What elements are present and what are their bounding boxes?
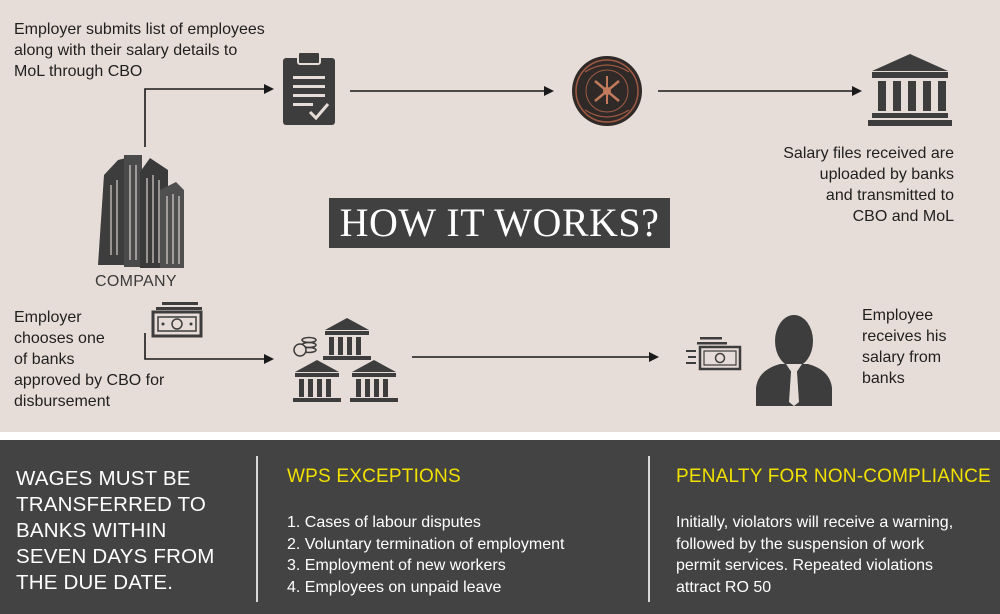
businessman-icon [756, 315, 832, 406]
step-receive-line: receives his [862, 328, 947, 345]
list-item: 2. Voluntary termination of employment [287, 535, 565, 553]
step-submit-line: Employer submits list of employees [14, 21, 265, 38]
step-upload-line: uploaded by banks [819, 166, 954, 183]
connector-company-to-document [144, 84, 274, 147]
penalty-line: Initially, violators will receive a warn… [676, 514, 954, 531]
title-banner: HOW IT WORKS? [329, 198, 670, 248]
page-title: HOW IT WORKS? [339, 200, 660, 245]
step-upload-line: CBO and MoL [852, 208, 954, 225]
step-submit-line: along with their salary details to [14, 42, 238, 59]
step-upload-line: and transmitted to [825, 187, 954, 204]
exceptions-list: 1. Cases of labour disputes 2. Voluntary… [287, 512, 564, 598]
step-submit-line: MoL through CBO [14, 63, 143, 80]
list-item: 3. Employment of new workers [287, 557, 506, 574]
footer-divider [648, 456, 650, 602]
step-choose-line: approved by CBO for [14, 372, 165, 389]
list-item: 4. Employees on unpaid leave [287, 578, 502, 596]
penalty-line: permit services. Repeated violations [676, 557, 934, 574]
list-item: 1. Cases of labour disputes [287, 514, 481, 531]
footer-divider [256, 456, 258, 602]
penalty-line: attract RO 50 [676, 578, 772, 596]
wages-line: THE DUE DATE. [16, 571, 174, 594]
office-buildings-icon [98, 155, 184, 268]
wages-line: WAGES MUST BE [16, 467, 191, 490]
clipboard-check-icon [283, 51, 335, 125]
flow-connectors [144, 84, 862, 364]
step-choose-line: chooses one [14, 330, 105, 347]
multiple-banks-icon [293, 318, 398, 402]
wages-line: BANKS WITHIN [16, 519, 167, 542]
step-submit-text: Employer submits list of employees along… [14, 19, 304, 82]
connector-company-to-banks [144, 333, 274, 364]
moving-banknote-icon [686, 337, 742, 371]
exceptions-heading: WPS EXCEPTIONS [287, 466, 461, 487]
step-receive-text: Employee receives his salary from banks [862, 305, 992, 389]
step-choose-text: Employer chooses one of banks approved b… [14, 307, 214, 412]
wages-line: TRANSFERRED TO [16, 493, 206, 516]
penalty-heading: PENALTY FOR NON-COMPLIANCE [676, 466, 991, 487]
step-upload-line: Salary files received are [783, 145, 954, 162]
step-receive-line: Employee [862, 307, 934, 324]
banknote-icon [151, 302, 203, 338]
info-footer [0, 440, 1000, 614]
penalty-line: followed by the suspension of work [676, 535, 925, 553]
step-receive-line: salary from [862, 349, 942, 366]
step-choose-line: Employer [14, 309, 82, 326]
step-upload-text: Salary files received are uploaded by ba… [770, 143, 954, 227]
bank-building-icon [868, 54, 952, 126]
penalty-text: Initially, violators will receive a warn… [676, 512, 976, 598]
wages-line: SEVEN DAYS FROM [16, 545, 215, 568]
company-label: COMPANY [95, 273, 177, 290]
central-bank-seal-icon [572, 56, 642, 126]
step-choose-line: of banks [14, 351, 75, 368]
step-choose-line: disbursement [14, 393, 111, 410]
step-receive-line: banks [862, 370, 905, 387]
wages-notice: WAGES MUST BE TRANSFERRED TO BANKS WITHI… [16, 466, 236, 596]
